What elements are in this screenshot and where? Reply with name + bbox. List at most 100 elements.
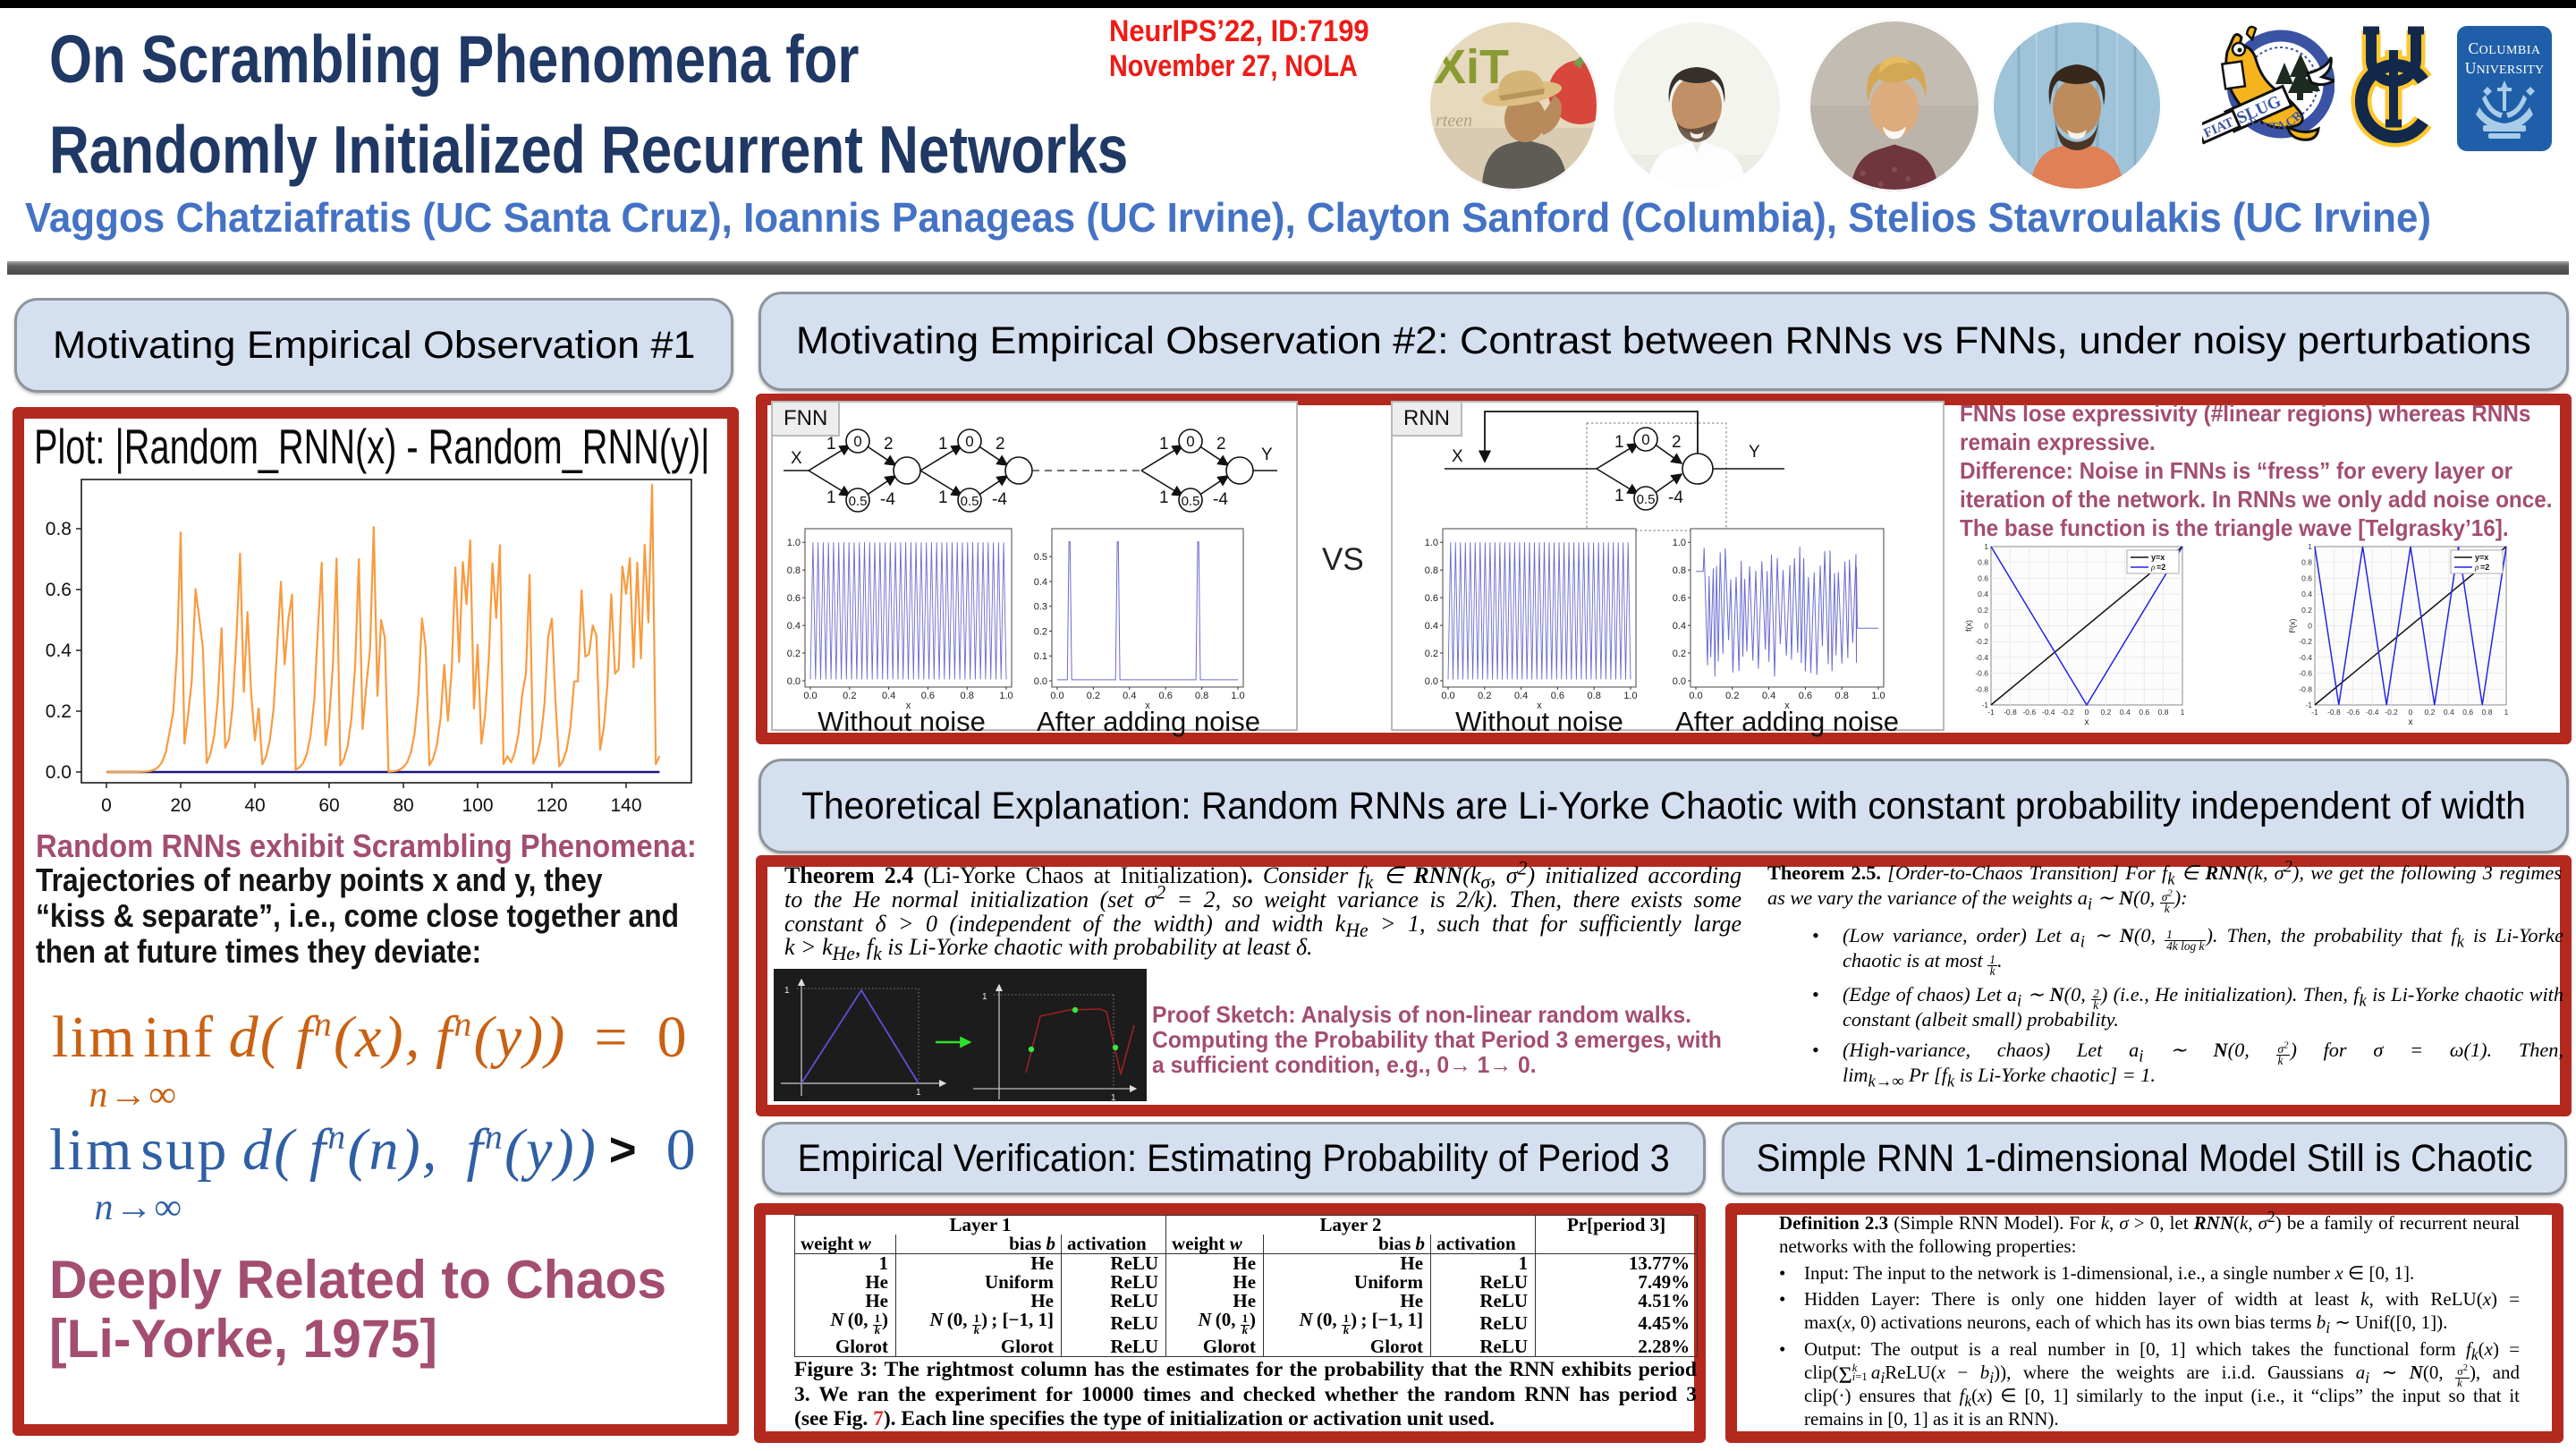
svg-text:-0.6: -0.6 (2022, 708, 2036, 717)
svg-text:0.0: 0.0 (787, 676, 801, 687)
svg-text:0.0: 0.0 (803, 691, 817, 701)
svg-text:-4: -4 (992, 490, 1007, 509)
svg-text:0.5: 0.5 (961, 494, 979, 509)
svg-text:0.0: 0.0 (1689, 691, 1702, 701)
svg-text:Y: Y (1749, 443, 1760, 462)
svg-text:0.4: 0.4 (1123, 691, 1136, 701)
svg-text:40: 40 (244, 795, 265, 816)
svg-text:0.8: 0.8 (787, 565, 801, 576)
svg-text:rteen: rteen (1436, 111, 1472, 131)
svg-text:-0.6: -0.6 (2299, 669, 2312, 678)
svg-text:0.0: 0.0 (1673, 676, 1686, 687)
svg-text:0.6: 0.6 (2462, 708, 2473, 717)
svg-text:COLUMBIA: COLUMBIA (2468, 39, 2540, 57)
svg-text:1.0: 1.0 (1231, 691, 1244, 701)
svg-text:0.6: 0.6 (1673, 593, 1686, 604)
svg-text:0.5: 0.5 (1637, 492, 1656, 507)
svg-text:1: 1 (1111, 1093, 1116, 1101)
svg-text:0: 0 (1984, 622, 1988, 631)
svg-text:1: 1 (784, 986, 790, 996)
svg-text:0: 0 (1186, 433, 1194, 450)
svg-text:-0.4: -0.4 (2366, 708, 2379, 717)
svg-text:0: 0 (1641, 431, 1649, 448)
svg-text:120: 120 (536, 795, 567, 816)
svg-text:y=x: y=x (2151, 553, 2165, 562)
svg-text:0.2: 0.2 (2301, 606, 2312, 615)
svg-text:-0.2: -0.2 (2061, 708, 2074, 717)
svg-text:0: 0 (2409, 708, 2413, 717)
svg-text:1: 1 (2181, 708, 2185, 717)
svg-text:-4: -4 (880, 490, 895, 509)
svg-text:0.2: 0.2 (1673, 649, 1686, 659)
svg-text:1.0: 1.0 (1623, 691, 1637, 701)
svg-text:0.8: 0.8 (961, 691, 974, 701)
svg-text:-0.8: -0.8 (2327, 708, 2341, 717)
svg-text:0.8: 0.8 (1425, 565, 1438, 576)
svg-text:0.5: 0.5 (1182, 494, 1200, 509)
svg-text:0.2: 0.2 (843, 691, 856, 701)
svg-text:0.8: 0.8 (1195, 691, 1208, 701)
svg-text:=2: =2 (2480, 563, 2489, 572)
svg-text:X: X (1452, 447, 1463, 466)
svg-text:x: x (2085, 717, 2089, 726)
svg-text:1.0: 1.0 (787, 538, 801, 548)
svg-text:1.0: 1.0 (1425, 538, 1438, 548)
svg-text:0.6: 0.6 (2301, 573, 2312, 582)
svg-text:0.8: 0.8 (2301, 558, 2312, 567)
svg-text:x: x (2409, 717, 2413, 726)
svg-text:-4: -4 (1213, 490, 1228, 509)
svg-text:0.2: 0.2 (1034, 627, 1047, 638)
svg-text:-0.4: -0.4 (2042, 708, 2055, 717)
svg-text:0.0: 0.0 (1425, 676, 1438, 687)
svg-text:60: 60 (318, 795, 339, 816)
svg-text:0.6: 0.6 (1551, 691, 1564, 701)
svg-text:0.4: 0.4 (46, 641, 72, 661)
svg-text:100: 100 (462, 795, 493, 816)
svg-text:0.2: 0.2 (1087, 691, 1100, 701)
svg-text:0.8: 0.8 (2482, 708, 2493, 717)
svg-text:2: 2 (1216, 435, 1226, 454)
svg-text:1.0: 1.0 (1871, 691, 1885, 701)
svg-text:140: 140 (610, 795, 641, 816)
svg-text:80: 80 (393, 795, 413, 816)
svg-text:XiT: XiT (1434, 40, 1509, 94)
svg-text:-0.2: -0.2 (2299, 637, 2312, 646)
svg-text:0: 0 (101, 795, 112, 816)
svg-text:0.6: 0.6 (1159, 691, 1173, 701)
svg-text:0.6: 0.6 (1799, 691, 1812, 701)
svg-text:-0.4: -0.4 (2299, 653, 2312, 662)
svg-text:1: 1 (2308, 542, 2312, 551)
svg-text:0.6: 0.6 (1425, 593, 1438, 604)
svg-text:y=x: y=x (2475, 553, 2488, 562)
svg-text:1: 1 (1159, 435, 1169, 454)
svg-text:-1: -1 (2311, 708, 2318, 717)
svg-text:-0.6: -0.6 (1975, 669, 1988, 678)
svg-text:2: 2 (884, 435, 894, 454)
svg-text:0.5: 0.5 (849, 494, 868, 509)
svg-text:0.8: 0.8 (1978, 558, 1988, 567)
svg-text:0: 0 (2085, 708, 2089, 717)
svg-text:-0.8: -0.8 (2299, 684, 2312, 693)
svg-text:0.4: 0.4 (1514, 691, 1528, 701)
svg-text:0.6: 0.6 (2139, 708, 2149, 717)
svg-text:0.8: 0.8 (1673, 565, 1686, 576)
svg-text:1: 1 (1614, 433, 1624, 452)
svg-text:-1: -1 (1987, 708, 1995, 717)
svg-text:0.6: 0.6 (787, 593, 801, 604)
svg-text:ρ: ρ (2474, 563, 2479, 572)
svg-text:20: 20 (170, 795, 191, 816)
svg-text:0.4: 0.4 (2120, 708, 2131, 717)
svg-text:0.6: 0.6 (46, 580, 72, 600)
svg-text:1: 1 (1614, 487, 1624, 505)
svg-text:1: 1 (826, 435, 836, 454)
svg-text:2: 2 (996, 435, 1005, 454)
svg-text:0.8: 0.8 (46, 519, 72, 539)
svg-text:f(x): f(x) (1964, 620, 1973, 632)
svg-text:0.0: 0.0 (1050, 691, 1063, 701)
svg-text:ρ: ρ (2150, 563, 2156, 572)
svg-text:0.4: 0.4 (2444, 708, 2454, 717)
svg-text:1: 1 (916, 1088, 921, 1098)
svg-text:=2: =2 (2157, 563, 2165, 572)
svg-text:2: 2 (1672, 433, 1682, 452)
svg-text:-4: -4 (1668, 488, 1683, 507)
